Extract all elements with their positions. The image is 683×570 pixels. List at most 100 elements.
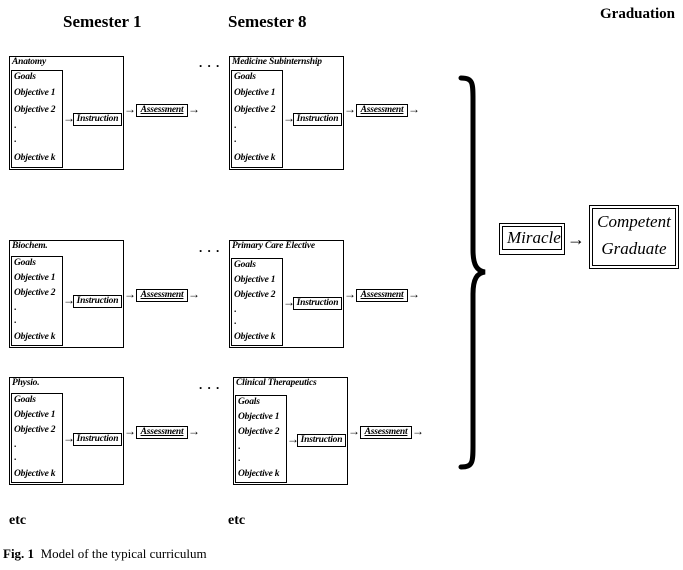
course-box-clinical-therapeutics: Clinical Therapeutics Goals Objective 1 … xyxy=(233,377,348,485)
objective-2: Objective 2 xyxy=(234,105,276,115)
objective-2: Objective 2 xyxy=(234,290,276,300)
objective-dot: . xyxy=(14,121,17,131)
objective-k: Objective k xyxy=(14,332,56,342)
objective-k: Objective k xyxy=(14,153,56,163)
objective-dot: . xyxy=(238,442,241,452)
objective-1: Objective 1 xyxy=(14,88,56,98)
objective-dot: . xyxy=(234,305,237,315)
etc-label: etc xyxy=(9,513,27,528)
competent-graduate-box: Competent Graduate xyxy=(589,205,679,269)
arrow-icon: → xyxy=(63,431,75,445)
arrow-icon: → xyxy=(63,293,75,307)
ellipsis: . . . xyxy=(199,55,221,70)
assessment-box: Assessment xyxy=(356,289,408,302)
ellipsis: . . . xyxy=(199,240,221,255)
course-box-medicine-subinternship: Medicine Subinternship Goals Objective 1… xyxy=(229,56,344,170)
arrow-icon: → xyxy=(188,424,200,438)
objective-1: Objective 1 xyxy=(14,273,56,283)
arrow-icon: → xyxy=(283,111,295,125)
arrow-icon: → xyxy=(344,287,356,301)
instruction-box: Instruction xyxy=(293,113,342,126)
semester-1-header: Semester 1 xyxy=(63,12,142,31)
objectives-list: Goals Objective 1 Objective 2 . . Object… xyxy=(231,70,283,168)
objective-k: Objective k xyxy=(234,153,276,163)
objective-k: Objective k xyxy=(14,469,56,479)
goals-label: Goals xyxy=(234,260,256,270)
objective-1: Objective 1 xyxy=(14,410,56,420)
objective-dot: . xyxy=(14,316,17,326)
objective-dot: . xyxy=(14,303,17,313)
goals-label: Goals xyxy=(14,72,36,82)
course-box-physio: Physio. Goals Objective 1 Objective 2 . … xyxy=(9,377,124,485)
objectives-list: Goals Objective 1 Objective 2 . . Object… xyxy=(231,258,283,346)
graduate-label: Graduate xyxy=(601,239,667,258)
arrow-icon: → xyxy=(348,424,360,438)
objectives-list: Goals Objective 1 Objective 2 . . Object… xyxy=(11,256,63,346)
objective-k: Objective k xyxy=(238,469,280,479)
semester-8-header: Semester 8 xyxy=(228,12,307,31)
course-title: Primary Care Elective xyxy=(232,241,315,251)
assessment-box: Assessment xyxy=(136,104,188,117)
arrow-icon: → xyxy=(63,111,75,125)
assessment-box: Assessment xyxy=(136,426,188,439)
etc-label: etc xyxy=(228,513,246,528)
competent-label: Competent xyxy=(597,212,671,231)
instruction-box: Instruction xyxy=(297,434,346,447)
objective-1: Objective 1 xyxy=(238,412,280,422)
arrow-icon: → xyxy=(344,102,356,116)
objective-k: Objective k xyxy=(234,332,276,342)
objective-1: Objective 1 xyxy=(234,88,276,98)
arrow-icon: → xyxy=(567,229,585,249)
course-box-primary-care-elective: Primary Care Elective Goals Objective 1 … xyxy=(229,240,344,348)
ellipsis: . . . xyxy=(199,377,221,392)
objectives-list: Goals Objective 1 Objective 2 . . Object… xyxy=(11,393,63,483)
objective-dot: . xyxy=(14,440,17,450)
objective-dot: . xyxy=(238,454,241,464)
figure-caption: Fig. 1 Model of the typical curriculum xyxy=(3,546,207,562)
course-title: Clinical Therapeutics xyxy=(236,378,317,388)
arrow-icon: → xyxy=(408,102,420,116)
arrow-icon: → xyxy=(188,287,200,301)
arrow-icon: → xyxy=(124,287,136,301)
course-title: Biochem. xyxy=(12,241,48,251)
figure-caption-text: Model of the typical curriculum xyxy=(40,546,207,561)
arrow-icon: → xyxy=(408,287,420,301)
arrow-icon: → xyxy=(124,102,136,116)
objective-dot: . xyxy=(234,135,237,145)
arrow-icon: → xyxy=(188,102,200,116)
course-box-biochem: Biochem. Goals Objective 1 Objective 2 .… xyxy=(9,240,124,348)
arrow-icon: → xyxy=(124,424,136,438)
instruction-box: Instruction xyxy=(293,297,342,310)
objective-dot: . xyxy=(14,135,17,145)
objective-1: Objective 1 xyxy=(234,275,276,285)
course-box-anatomy: Anatomy Goals Objective 1 Objective 2 . … xyxy=(9,56,124,170)
objective-2: Objective 2 xyxy=(14,105,56,115)
course-title: Anatomy xyxy=(12,57,46,67)
figure-label: Fig. 1 xyxy=(3,546,35,561)
graduation-header: Graduation xyxy=(600,6,676,22)
goals-label: Goals xyxy=(234,72,256,82)
course-title: Physio. xyxy=(12,378,40,388)
curly-brace xyxy=(458,75,486,470)
objective-2: Objective 2 xyxy=(14,425,56,435)
goals-label: Goals xyxy=(14,395,36,405)
miracle-box: Miracle xyxy=(499,223,565,255)
instruction-box: Instruction xyxy=(73,433,122,446)
arrow-icon: → xyxy=(412,424,424,438)
objective-dot: . xyxy=(234,317,237,327)
objective-2: Objective 2 xyxy=(238,427,280,437)
goals-label: Goals xyxy=(14,258,36,268)
arrow-icon: → xyxy=(287,432,299,446)
assessment-box: Assessment xyxy=(356,104,408,117)
objective-dot: . xyxy=(234,121,237,131)
objective-2: Objective 2 xyxy=(14,288,56,298)
course-title: Medicine Subinternship xyxy=(232,57,322,67)
miracle-label: Miracle xyxy=(502,226,562,250)
goals-label: Goals xyxy=(238,397,260,407)
arrow-icon: → xyxy=(283,295,295,309)
assessment-box: Assessment xyxy=(136,289,188,302)
instruction-box: Instruction xyxy=(73,113,122,126)
assessment-box: Assessment xyxy=(360,426,412,439)
objectives-list: Goals Objective 1 Objective 2 . . Object… xyxy=(235,395,287,483)
objectives-list: Goals Objective 1 Objective 2 . . Object… xyxy=(11,70,63,168)
